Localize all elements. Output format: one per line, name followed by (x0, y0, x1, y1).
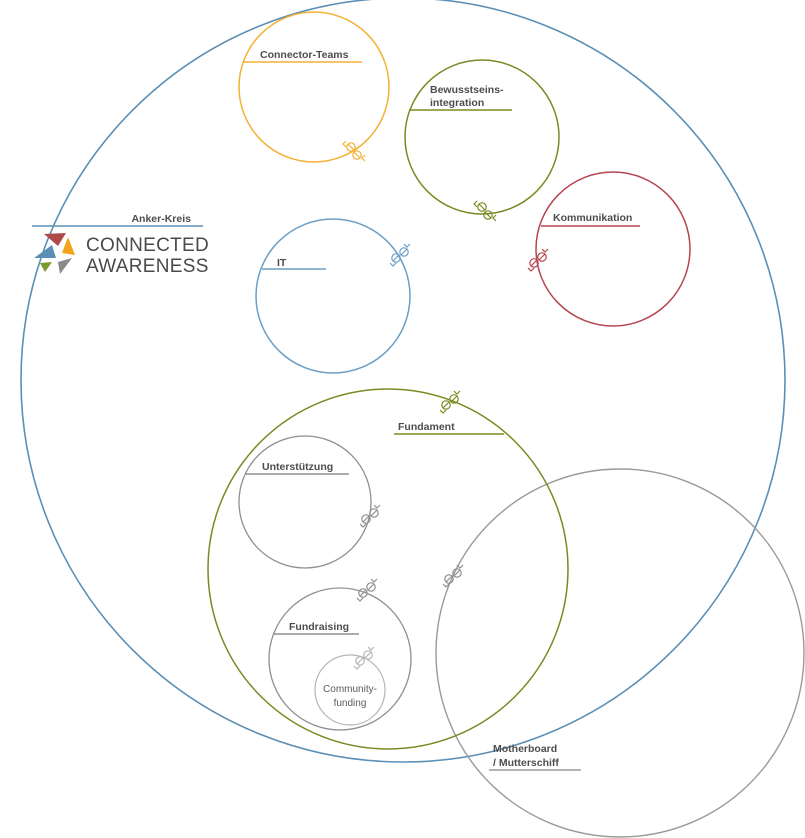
it-label: IT (277, 257, 287, 269)
motherboard-label-line2: / Mutterschiff (493, 757, 559, 769)
communityfunding-label-line2: funding (334, 698, 367, 709)
fundraising-outline (268, 587, 412, 731)
communityfunding-outline (314, 654, 386, 726)
motherboard-label-line1: Motherboard (493, 743, 557, 755)
fundament-label: Fundament (398, 421, 455, 433)
anker-kreis-circle[interactable]: Anker-Kreis (20, 0, 786, 763)
kommunikation-label: Kommunikation (553, 212, 632, 224)
kommunikation-outline (535, 171, 691, 327)
unterstuetzung-outline (238, 435, 372, 569)
link-icon (439, 390, 461, 414)
bewusstseinsintegration-label-line1: Bewusstseins- (430, 84, 504, 96)
it-outline (255, 218, 411, 374)
bewusstseinsintegration-outline (404, 59, 560, 215)
logo-text-line2: AWARENESS (86, 256, 209, 277)
link-icon (473, 200, 497, 222)
fundraising-circle[interactable]: Fundraising (268, 578, 412, 731)
anker-kreis-label: Anker-Kreis (131, 213, 191, 225)
communityfunding-circle[interactable]: Community- funding (314, 646, 386, 726)
connector-teams-circle[interactable]: Connector-Teams (238, 11, 390, 163)
connected-awareness-logo: CONNECTED AWARENESS (34, 233, 209, 277)
connector-teams-label: Connector-Teams (260, 49, 349, 61)
unterstuetzung-circle[interactable]: Unterstützung (238, 435, 381, 569)
motherboard-outline (435, 468, 805, 838)
link-icon (356, 578, 378, 602)
fundraising-label: Fundraising (289, 621, 349, 633)
kommunikation-circle[interactable]: Kommunikation (527, 171, 691, 327)
motherboard-circle[interactable]: Motherboard / Mutterschiff (435, 468, 805, 838)
fundament-circle[interactable]: Fundament (207, 388, 569, 750)
anker-kreis-outline (20, 0, 786, 763)
logo-text-line1: CONNECTED (86, 235, 209, 256)
logo-mark-icon (34, 233, 75, 274)
communityfunding-label-line1: Community- (323, 684, 377, 695)
connector-teams-outline (238, 11, 390, 163)
bewusstseinsintegration-label-line2: integration (430, 97, 484, 109)
fundament-outline (207, 388, 569, 750)
unterstuetzung-label: Unterstützung (262, 461, 333, 473)
bewusstseinsintegration-circle[interactable]: Bewusstseins- integration (404, 59, 560, 222)
it-circle[interactable]: IT (255, 218, 411, 374)
